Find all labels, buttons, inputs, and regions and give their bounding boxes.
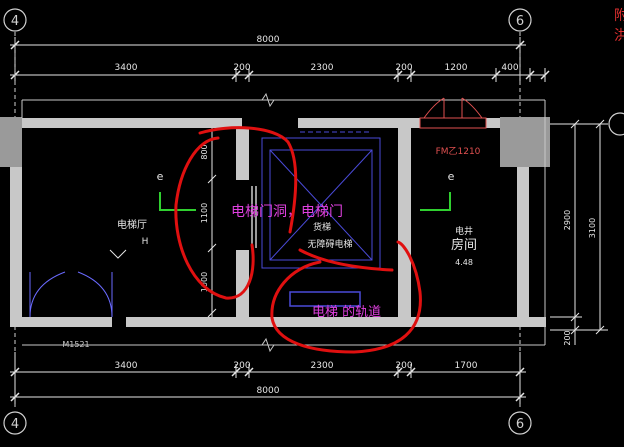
break-marks xyxy=(261,92,275,353)
bottom-overall-dim: 8000 xyxy=(257,386,280,396)
top-dim-segment: 3400 xyxy=(115,63,138,73)
axis-bubble-top-left[interactable]: 4 xyxy=(3,8,27,32)
left-wall-dim: 800 xyxy=(200,144,209,159)
fire-door-symbol xyxy=(419,97,487,129)
shaft-room-label-2: 房间 xyxy=(451,237,477,253)
bottom-door-symbol xyxy=(29,271,113,318)
door-opening-note: 电梯门洞，电梯门 xyxy=(231,204,343,220)
top-dim-segment: 200 xyxy=(395,63,412,73)
axis-label: 4 xyxy=(11,417,19,432)
corner-text: 洪 xyxy=(614,28,624,44)
axis-bubble-right-edge[interactable] xyxy=(608,112,624,136)
bottom-dim-segment: 2300 xyxy=(311,361,334,371)
elevator-door-symbol xyxy=(251,186,257,248)
outer-wall-lines xyxy=(21,99,546,346)
shaft-room-label-1: 电井 xyxy=(455,225,473,237)
right-dimension-lines xyxy=(550,119,608,345)
right-dim-outer: 3100 xyxy=(588,218,597,238)
bottom-dimension-ticks xyxy=(10,367,525,402)
left-wall-dim: 1000 xyxy=(200,272,209,292)
axis-label: 6 xyxy=(516,14,524,29)
axis-bubble-bottom-left[interactable]: 4 xyxy=(3,411,27,435)
section-mark-right xyxy=(420,192,451,211)
top-overall-dim: 8000 xyxy=(257,35,280,45)
left-wall-dim-lines xyxy=(207,128,217,318)
bottom-dim-segment: 200 xyxy=(233,361,250,371)
left-wall-dim: 1100 xyxy=(200,203,209,223)
markup-circle-rail xyxy=(270,240,422,354)
bottom-dim-segment: 1700 xyxy=(455,361,478,371)
top-dim-segment: 200 xyxy=(233,63,250,73)
bottom-dim-segment: 200 xyxy=(395,361,412,371)
top-dim-segment: 400 xyxy=(501,63,518,73)
bottom-door-label: M1521 xyxy=(62,340,89,349)
right-dim-bottom: 200 xyxy=(563,330,572,345)
grid-axis-lines xyxy=(14,32,521,410)
axis-label: 4 xyxy=(11,14,19,29)
elevator-rail xyxy=(289,291,361,307)
rail-note: 电梯 的轨道 xyxy=(312,304,381,320)
section-mark-letter: e xyxy=(448,170,455,183)
lobby-label: 电梯厅 xyxy=(117,218,147,231)
shaft-room-level: 4.48 xyxy=(455,258,473,267)
right-dim-inner: 2900 xyxy=(563,210,572,230)
markup-circle-door xyxy=(174,126,298,300)
shaft-label-1: 货梯 xyxy=(313,221,331,233)
axis-bubble-bottom-right[interactable]: 6 xyxy=(508,411,532,435)
bottom-dimension-chain xyxy=(10,352,526,404)
fire-door-label: FM乙1210 xyxy=(436,146,481,157)
axis-bubble-top-right[interactable]: 6 xyxy=(508,8,532,32)
top-dimension-ticks xyxy=(10,40,550,80)
bottom-dim-segment: 3400 xyxy=(115,361,138,371)
axis-label: 6 xyxy=(516,417,524,432)
shaft-label-2: 无障碍电梯 xyxy=(307,238,352,250)
section-mark-letter: e xyxy=(157,170,164,183)
corner-text: 附 xyxy=(614,8,624,24)
columns xyxy=(0,117,550,167)
elevator-shaft xyxy=(261,137,381,269)
walls xyxy=(10,118,546,327)
top-dim-segment: 1200 xyxy=(445,63,468,73)
section-mark-left xyxy=(159,192,196,211)
top-dim-segment: 2300 xyxy=(311,63,334,73)
lobby-tag: H xyxy=(142,237,149,247)
level-marker xyxy=(109,249,127,259)
